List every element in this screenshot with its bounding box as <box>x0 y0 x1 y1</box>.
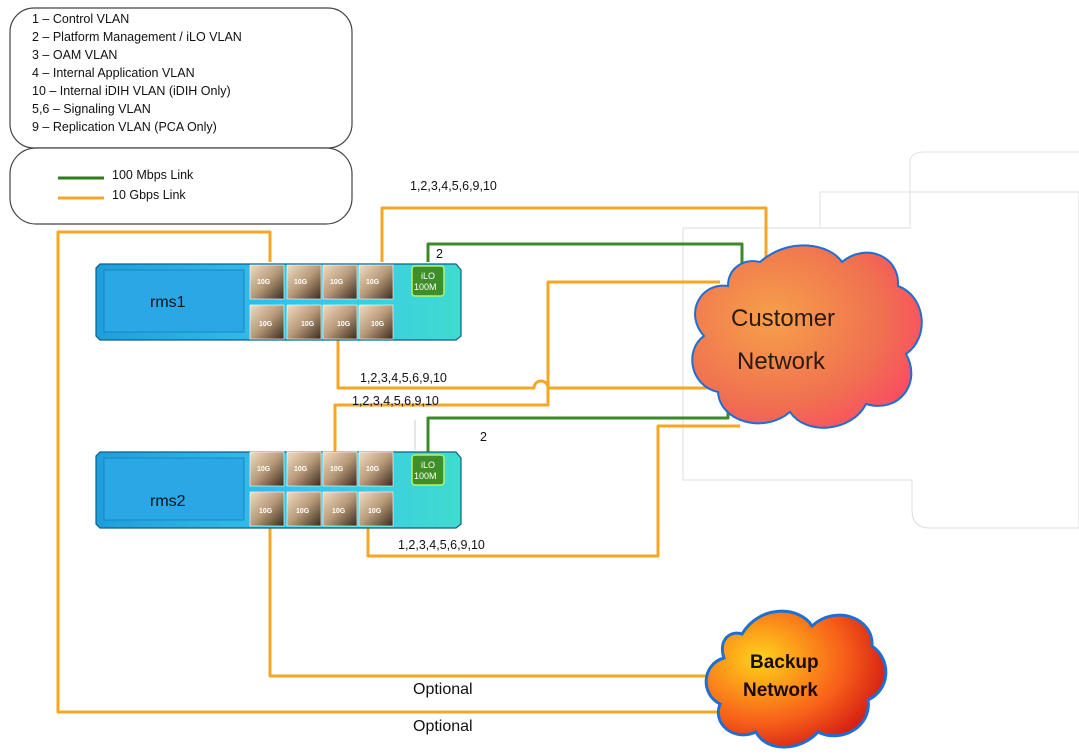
backup-cloud-line2: Network <box>743 680 818 701</box>
port-10g <box>286 451 322 487</box>
ilo2-vlan-label: 2 <box>480 430 487 444</box>
server-name: rms1 <box>150 294 186 311</box>
server-name: rms2 <box>150 493 186 510</box>
port-10g <box>358 264 394 300</box>
background-panel-top <box>819 151 1079 228</box>
ilo-label-line1: iLO <box>421 460 435 470</box>
port-10g <box>286 491 322 527</box>
port-label: 10G <box>371 321 385 328</box>
port-label: 10G <box>257 279 271 286</box>
legend-100mbps-label: 100 Mbps Link <box>112 168 194 182</box>
link-rms2-bottom <box>366 424 740 558</box>
port-10g <box>322 451 358 487</box>
port-10g <box>358 304 394 340</box>
backup-cloud-line1: Backup <box>750 652 819 673</box>
port-label: 10G <box>294 279 308 286</box>
ilo-label-line2: 100M <box>414 471 437 481</box>
optional-label-2: Optional <box>413 718 473 735</box>
port-label: 10G <box>332 508 346 515</box>
port-label: 10G <box>368 508 382 515</box>
mid2-vlans-label: 1,2,3,4,5,6,9,10 <box>352 394 439 408</box>
vlan-legend-item: 9 – Replication VLAN (PCA Only) <box>32 120 217 134</box>
bottom-vlans-label: 1,2,3,4,5,6,9,10 <box>398 538 485 552</box>
port-label: 10G <box>296 508 310 515</box>
ilo1-vlan-label: 2 <box>436 247 443 261</box>
optional-label-1: Optional <box>413 681 473 698</box>
port-10g <box>249 264 285 300</box>
backup-network-cloud[interactable]: Backup Network <box>704 609 888 749</box>
vlan-legend-item: 1 – Control VLAN <box>32 12 129 26</box>
vlan-legend-item: 10 – Internal iDIH VLAN (iDIH Only) <box>32 84 231 98</box>
port-10g <box>322 264 358 300</box>
link-legend-box <box>9 147 353 225</box>
port-10g <box>322 304 358 340</box>
port-label: 10G <box>259 508 273 515</box>
port-10g <box>249 304 285 340</box>
vlan-legend-item: 3 – OAM VLAN <box>32 48 117 62</box>
mid1-vlans-label: 1,2,3,4,5,6,9,10 <box>360 371 447 385</box>
port-label: 10G <box>337 321 351 328</box>
port-10g <box>358 451 394 487</box>
link-labels: 1,2,3,4,5,6,9,10 2 1,2,3,4,5,6,9,10 1,2,… <box>352 179 497 735</box>
port-10g <box>249 451 285 487</box>
port-10g <box>249 491 285 527</box>
ilo-label-line1: iLO <box>421 271 435 281</box>
customer-cloud-line1: Customer <box>731 305 835 332</box>
link-rms1-top <box>380 206 768 270</box>
server-rms1[interactable]: rms1 10G 10G 10G 10G 10G 10G 10G 10G iLO… <box>95 263 462 341</box>
customer-network-cloud[interactable]: Customer Network <box>691 244 923 429</box>
port-label: 10G <box>259 321 273 328</box>
port-label: 10G <box>366 466 380 473</box>
link-rms1-ilo <box>426 242 744 268</box>
link-rms2-top <box>333 280 720 452</box>
port-10g <box>358 491 394 527</box>
port-label: 10G <box>257 466 271 473</box>
top-vlans-label: 1,2,3,4,5,6,9,10 <box>410 179 497 193</box>
vlan-legend-item: 4 – Internal Application VLAN <box>32 66 195 80</box>
legend-10gbps-label: 10 Gbps Link <box>112 188 186 202</box>
vlan-legend-list: 1 – Control VLAN 2 – Platform Management… <box>32 12 242 134</box>
ilo-label-line2: 100M <box>414 282 437 292</box>
customer-cloud-line2: Network <box>737 348 826 375</box>
link-legend: 100 Mbps Link 10 Gbps Link <box>58 168 194 202</box>
vlan-legend-item: 5,6 – Signaling VLAN <box>32 102 151 116</box>
vlan-legend-item: 2 – Platform Management / iLO VLAN <box>32 30 242 44</box>
port-10g <box>286 264 322 300</box>
ilo-port <box>411 454 445 486</box>
port-label: 10G <box>366 279 380 286</box>
optional-link-rms2-backup <box>268 528 722 678</box>
ilo-port <box>411 265 445 297</box>
port-label: 10G <box>330 279 344 286</box>
port-label: 10G <box>301 321 315 328</box>
port-10g <box>286 304 322 340</box>
optional-link-rms1-backup <box>56 230 722 714</box>
port-label: 10G <box>294 466 308 473</box>
server-rms2[interactable]: rms2 10G 10G 10G 10G 10G 10G 10G 10G iLO… <box>95 451 462 529</box>
port-10g <box>322 491 358 527</box>
port-label: 10G <box>330 466 344 473</box>
